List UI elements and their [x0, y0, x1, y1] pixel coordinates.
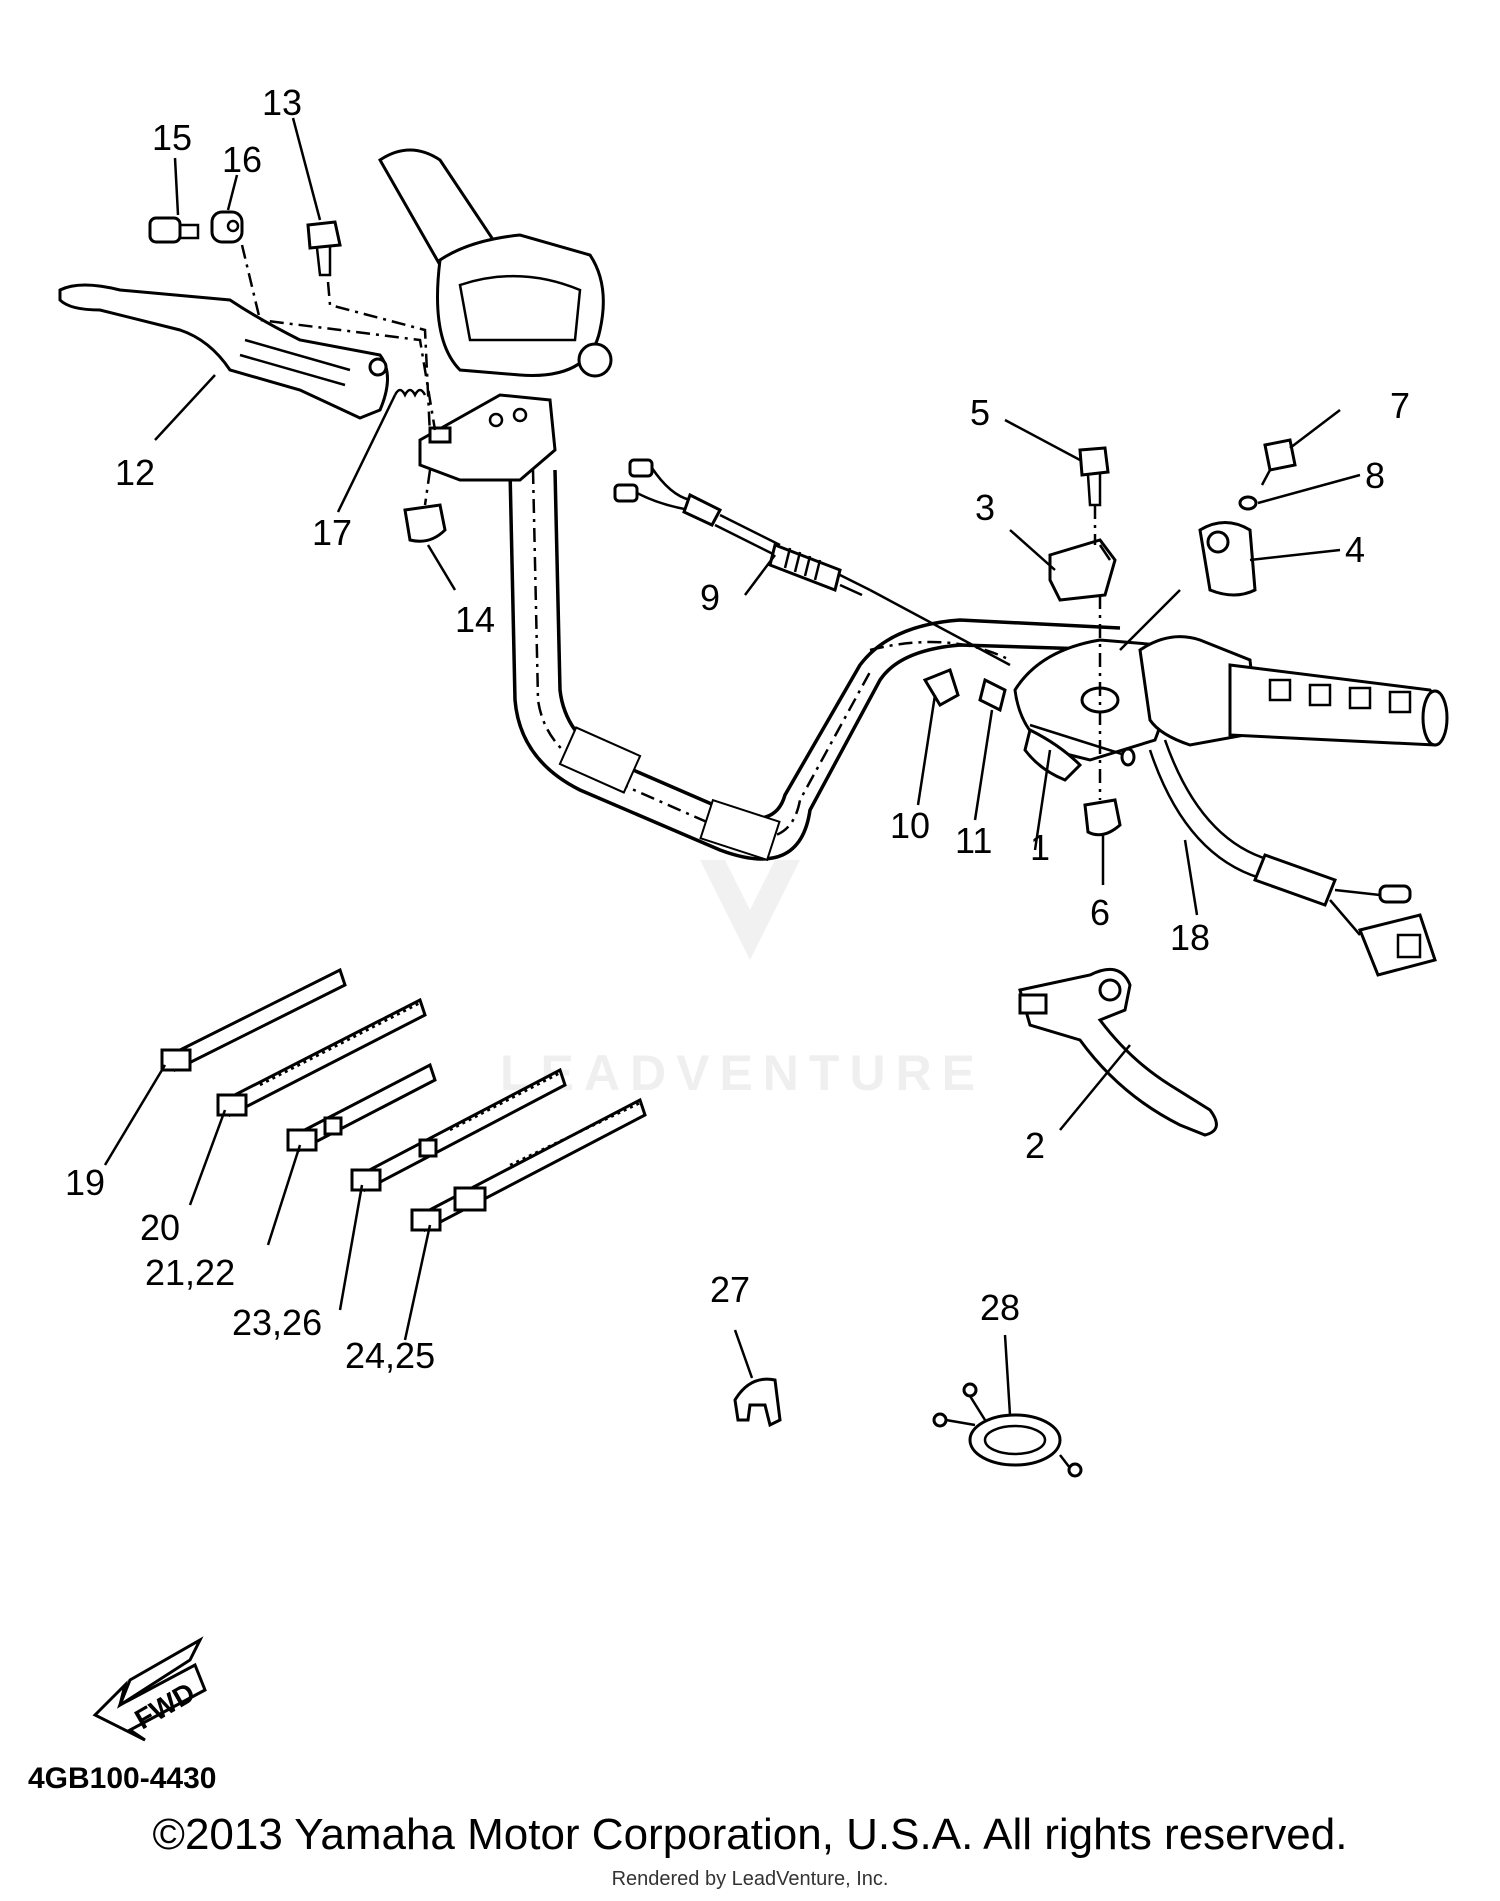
bolt-13 — [306, 220, 342, 277]
callout-17: 17 — [312, 512, 352, 553]
cable-tie-23-26 — [350, 1067, 567, 1193]
nut-14 — [403, 503, 447, 543]
callout-11: 11 — [955, 820, 992, 861]
rendered-by-notice: Rendered by LeadVenture, Inc. — [611, 1868, 889, 1890]
cable-tie-19 — [160, 967, 347, 1073]
cable-tie-24-25 — [410, 1097, 647, 1233]
clamp-27 — [733, 1377, 782, 1428]
right-grip — [1138, 635, 1449, 747]
callout-3: 3 — [975, 487, 995, 528]
spring-17 — [393, 388, 427, 398]
guide-28 — [932, 1382, 1083, 1478]
bolt-1 — [1029, 723, 1136, 767]
callout-14: 14 — [455, 599, 495, 640]
callout-23-26: 23,26 — [232, 1302, 322, 1343]
callout-20: 20 — [140, 1207, 180, 1248]
callout-8: 8 — [1365, 455, 1385, 496]
switch-cable — [1148, 739, 1437, 977]
callout-19: 19 — [65, 1162, 105, 1203]
screw-5 — [1078, 446, 1110, 507]
callout-13: 13 — [262, 82, 302, 123]
callout-2: 2 — [1025, 1125, 1045, 1166]
callout-7: 7 — [1390, 385, 1410, 426]
brake-lever — [1018, 967, 1218, 1137]
cover-4 — [1198, 521, 1257, 597]
handlebar — [508, 469, 1121, 862]
collar-16 — [210, 210, 244, 244]
callout-5: 5 — [970, 392, 990, 433]
callout-27: 27 — [710, 1269, 750, 1310]
callout-10: 10 — [890, 805, 930, 846]
fwd-arrow: FWD — [92, 1636, 207, 1742]
callout-12: 12 — [115, 452, 155, 493]
leader-14-dash — [423, 469, 432, 506]
cable-tie-21-22 — [286, 1062, 437, 1153]
callout-24-25: 24,25 — [345, 1335, 435, 1376]
callout-1: 1 — [1030, 827, 1050, 868]
leader-lines — [103, 117, 1361, 1416]
leader-13-dash — [326, 281, 432, 436]
nut-11 — [978, 677, 1007, 713]
leader-cable-dash — [869, 640, 1011, 662]
clutch-bracket — [418, 393, 557, 482]
callout-21-22: 21,22 — [145, 1252, 235, 1293]
washer-8 — [1238, 495, 1258, 511]
callout-16: 16 — [222, 139, 262, 180]
bolt-15 — [148, 216, 200, 244]
watermark-text: LEADVENTURE — [500, 1045, 985, 1101]
throttle-housing-top — [1048, 538, 1117, 602]
callout-4: 4 — [1345, 529, 1365, 570]
callout-15: 15 — [152, 117, 192, 158]
callout-labels: 1 2 3 4 5 6 7 8 9 10 11 12 13 14 15 16 1… — [65, 82, 1410, 1376]
callout-18: 18 — [1170, 917, 1210, 958]
nut-6 — [1083, 798, 1122, 837]
callout-9: 9 — [700, 577, 720, 618]
screw-7 — [1260, 438, 1297, 486]
callout-6: 6 — [1090, 892, 1110, 933]
watermark-logo: LEADVENTURE — [500, 835, 985, 1101]
nut-10 — [922, 668, 960, 708]
callout-28: 28 — [980, 1287, 1020, 1328]
clutch-lever — [58, 283, 389, 420]
diagram-code: 4GB100-4430 — [28, 1762, 217, 1795]
left-grip — [378, 148, 613, 378]
copyright-notice: ©2013 Yamaha Motor Corporation, U.S.A. A… — [152, 1810, 1348, 1859]
throttle-cable — [613, 458, 1011, 667]
